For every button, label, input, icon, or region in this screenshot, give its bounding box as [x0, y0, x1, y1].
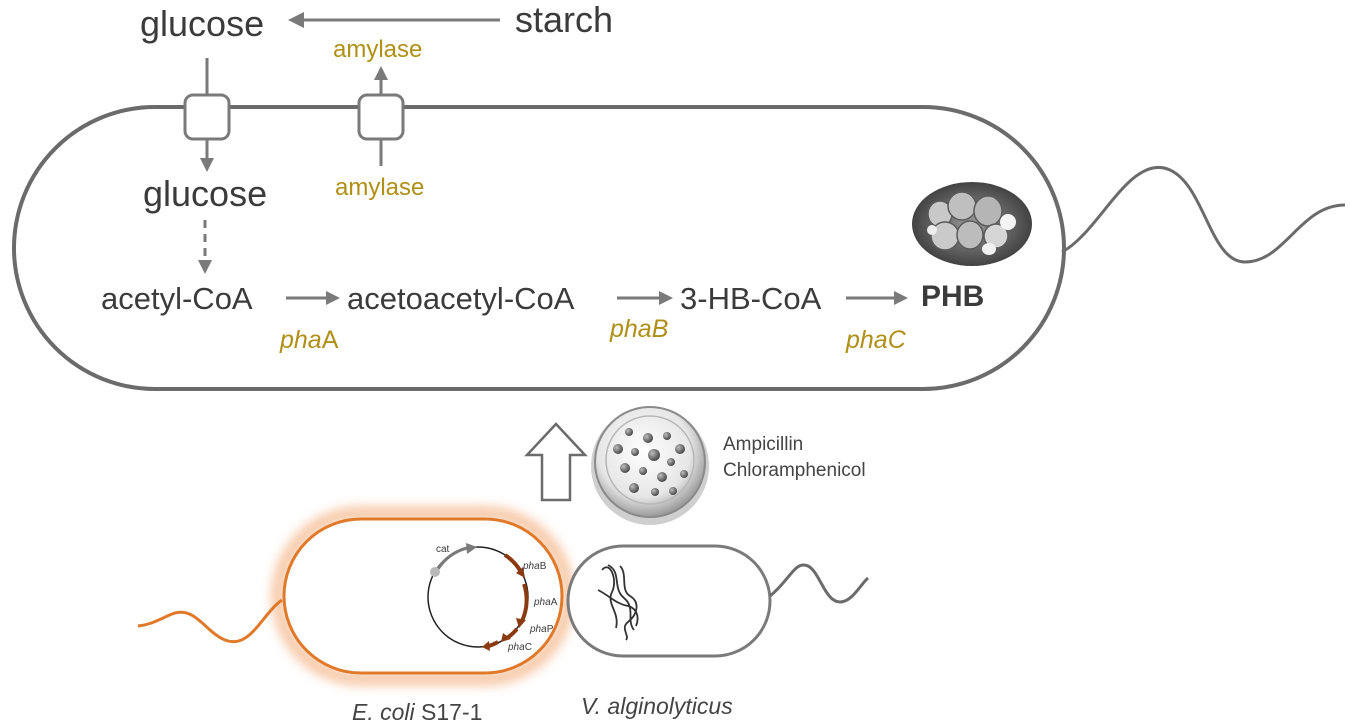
amylase-outside-label: amylase	[333, 36, 422, 63]
origin-marker	[430, 567, 440, 577]
cat-gene-arrowhead	[466, 543, 477, 554]
plasmid-cat-label: cat	[436, 544, 450, 555]
selection-plate-icon	[591, 406, 709, 525]
cat-gene-arrow	[436, 546, 468, 570]
acetoacetyl-coa-label: acetoacetyl-CoA	[347, 281, 575, 316]
phaB-gene-label: phaB	[609, 315, 668, 343]
large-cell-flagellum	[1061, 166, 1346, 264]
glycolysis-dashed-arrowhead	[198, 260, 212, 274]
glucose-transporter	[183, 93, 231, 141]
ecoli-strain-label: E. coli S17-1	[352, 699, 482, 725]
phaC-gene-label: phaC	[845, 326, 907, 354]
starch-to-glucose-arrowhead	[288, 12, 304, 28]
ecoli-flagellum	[137, 598, 283, 644]
plasmid-phaA-label: phaA	[533, 597, 558, 608]
3hb-coa-label: 3-HB-CoA	[680, 281, 822, 316]
phb-granules-image	[912, 182, 1032, 266]
large-cell-membrane	[12, 105, 1066, 391]
acetyl-coa-label: acetyl-CoA	[101, 281, 253, 316]
ecoli-donor-cell	[273, 508, 573, 684]
conjugation-up-arrow	[524, 422, 588, 502]
chromosome-dna	[597, 564, 639, 641]
plasmid-phaC-label: phaC	[507, 642, 532, 653]
phaA-gene-label: phaA	[279, 326, 339, 354]
glucose-outside-label: glucose	[140, 3, 264, 44]
chloramphenicol-label: Chloramphenicol	[723, 460, 866, 481]
phaC-reaction-arrowhead	[894, 291, 908, 305]
valginolyticus-strain-label: V. alginolyticus	[581, 693, 733, 719]
glucose-uptake-arrowhead	[200, 158, 214, 172]
valginolyticus-flagellum	[769, 563, 870, 604]
phb-label: PHB	[921, 280, 984, 313]
phaA-reaction-arrowhead	[326, 291, 340, 305]
phaB-reaction-arrowhead	[659, 291, 673, 305]
amylase-inside-label: amylase	[335, 174, 424, 201]
valginolyticus-recipient-cell	[566, 544, 772, 658]
ampicillin-label: Ampicillin	[723, 434, 803, 455]
starch-label: starch	[515, 0, 613, 40]
plasmid-phaP-label: phaP	[529, 624, 554, 635]
amylase-transporter	[357, 93, 405, 141]
phaA-gene-arrow	[520, 583, 529, 622]
glucose-inside-label: glucose	[143, 173, 267, 214]
amylase-secretion-arrowhead	[374, 66, 388, 80]
plasmid-map	[427, 543, 529, 651]
plasmid-phaB-label: phaB	[522, 561, 547, 572]
